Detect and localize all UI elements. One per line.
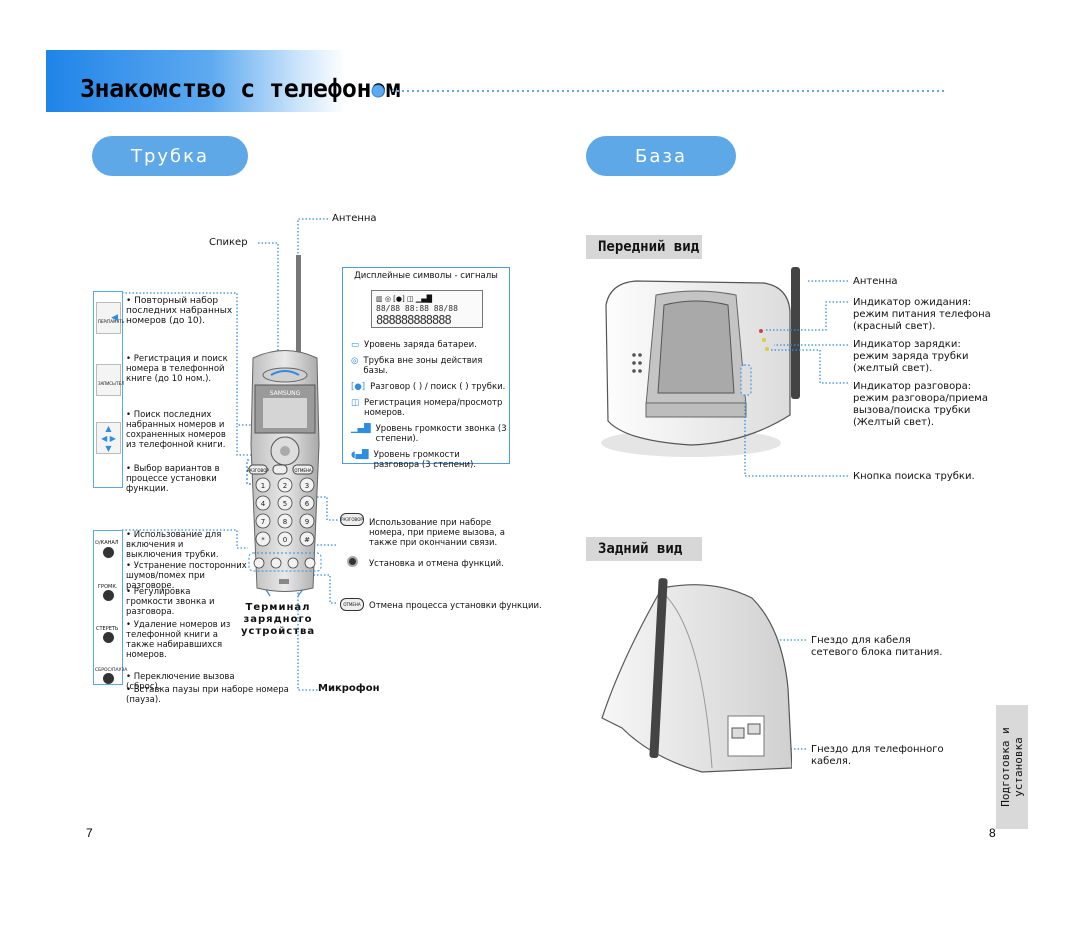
page-number-right: 8 bbox=[989, 826, 996, 840]
delete-desc: • Удаление номеров из телефонной книги а… bbox=[126, 620, 231, 660]
display-legend-box: Дисплейные символы - сигналы ▥ ◎ [●] ◫ ▁… bbox=[342, 267, 510, 470]
svg-text:8: 8 bbox=[283, 518, 287, 526]
book-icon: ◫ bbox=[351, 398, 360, 408]
power-desc-1: • Использование для включения и выключен… bbox=[126, 530, 222, 560]
base-back-illustration bbox=[601, 578, 792, 773]
select-desc: • Выбор вариантов в процессе установки ф… bbox=[126, 464, 220, 494]
microphone-label: Микрофон bbox=[318, 683, 380, 694]
function-keys-box: ⏻/КАНАЛ ГРОМК. СТЕРЕТЬ СБРОС/ПАУЗА bbox=[93, 530, 127, 685]
redial-desc: • Повторный набор последних набранных но… bbox=[126, 296, 233, 326]
ring-volume-icon: ▁▄█ bbox=[351, 424, 371, 434]
volume-desc: • Регулировка громкости звонка и разгово… bbox=[126, 587, 215, 617]
svg-text:5: 5 bbox=[283, 500, 287, 508]
talk-icon: [●] bbox=[351, 382, 366, 392]
handset-brand: SAMSUNG bbox=[270, 390, 301, 397]
svg-text:*: * bbox=[261, 536, 265, 544]
arrow-sides-icon: ◀ ▶ bbox=[101, 434, 116, 443]
flash-desc: • Переключение вызова (сброс). bbox=[126, 672, 235, 692]
cancel-key-icon: ОТМЕНА bbox=[340, 598, 364, 611]
front-view-heading: Передний вид bbox=[586, 235, 702, 259]
flash-pause-button[interactable] bbox=[103, 673, 114, 684]
back-view-heading: Задний вид bbox=[586, 537, 702, 561]
antenna-label: Антенна bbox=[332, 213, 377, 224]
talk-key-desc: Использование при наборе номера, при при… bbox=[369, 518, 505, 548]
scroll-keys[interactable]: ▲ ◀ ▶ ▼ bbox=[96, 422, 121, 454]
talk-key-icon: РАЗГОВОР bbox=[340, 513, 364, 526]
legend-item: ◖▄█Уровень громкости разговора (3 степен… bbox=[351, 450, 477, 470]
talk-indicator-label: Индикатор разговора:режим разговора/прие… bbox=[853, 381, 988, 428]
svg-text:7: 7 bbox=[261, 518, 265, 526]
phonebook-key[interactable]: ЗАПИСЬ/ТЕЛ bbox=[96, 364, 124, 396]
svg-text:9: 9 bbox=[305, 518, 309, 526]
charge-indicator-label: Индикатор зарядки:режим заряда трубки(же… bbox=[853, 339, 969, 374]
battery-icon: ▭ bbox=[351, 340, 360, 350]
volume-button[interactable] bbox=[103, 590, 114, 601]
svg-text:6: 6 bbox=[305, 500, 310, 508]
menu-key-desc: Установка и отмена функций. bbox=[369, 559, 504, 569]
svg-text:ОТМЕНА: ОТМЕНА bbox=[294, 468, 312, 473]
legend-title: Дисплейные символы - сигналы bbox=[354, 271, 498, 281]
legend-item: [●]Разговор ( ) / поиск ( ) трубки. bbox=[351, 382, 506, 392]
phonebook-desc: • Регистрация и поиск номера в телефонно… bbox=[126, 354, 228, 384]
legend-item: ▭Уровень заряда батареи. bbox=[351, 340, 477, 350]
svg-text:4: 4 bbox=[261, 500, 266, 508]
svg-text:#: # bbox=[304, 536, 310, 544]
svg-text:1: 1 bbox=[261, 482, 265, 490]
legend-item: ▁▄█Уровень громкости звонка (3 степени). bbox=[351, 424, 507, 444]
pause-desc: • Вставка паузы при наборе номера (пауза… bbox=[126, 685, 289, 705]
arrow-down-icon: ▼ bbox=[105, 444, 112, 453]
handset-pill: Трубка bbox=[92, 136, 248, 176]
base-antenna-label: Антенна bbox=[853, 276, 898, 287]
delete-button[interactable] bbox=[103, 632, 114, 643]
page-number-left: 7 bbox=[86, 826, 93, 840]
power-channel-button[interactable] bbox=[103, 547, 114, 558]
standby-indicator-label: Индикатор ожидания:режим питания телефон… bbox=[853, 297, 991, 332]
legend-list: ▭Уровень заряда батареи. ◎Трубка вне зон… bbox=[351, 340, 507, 470]
base-pill: База bbox=[586, 136, 736, 176]
search-desc: • Поиск последних набранных номеров и со… bbox=[126, 410, 226, 450]
lcd-display: ▥ ◎ [●] ◫ ▁▄█ 88/88 88:88 88/88 88888888… bbox=[371, 290, 483, 328]
out-of-range-icon: ◎ bbox=[351, 356, 359, 366]
arrow-up-icon: ▲ bbox=[105, 424, 112, 433]
svg-text:0: 0 bbox=[283, 536, 287, 544]
talk-volume-icon: ◖▄█ bbox=[351, 450, 369, 460]
cancel-key-desc: Отмена процесса установки функции. bbox=[369, 601, 542, 611]
arrow-left-icon: ◀ bbox=[111, 313, 118, 323]
svg-text:2: 2 bbox=[283, 482, 287, 490]
menu-key-icon bbox=[347, 556, 358, 567]
title-dotted-rule bbox=[371, 84, 944, 98]
redial-key[interactable]: ПЕР/ПАМЯТЬ ◀ bbox=[96, 302, 124, 334]
legend-item: ◎Трубка вне зоны действия базы. bbox=[351, 356, 483, 376]
nav-keys-box: ПЕР/ПАМЯТЬ ◀ ЗАПИСЬ/ТЕЛ ▲ ◀ ▶ ▼ bbox=[93, 291, 124, 488]
base-front-illustration bbox=[601, 267, 800, 457]
speaker-label: Спикер bbox=[209, 237, 248, 248]
page-button-label: Кнопка поиска трубки. bbox=[853, 471, 975, 482]
svg-text:РАЗГОВОР: РАЗГОВОР bbox=[247, 468, 269, 473]
handset-illustration: SAMSUNG РАЗГОВОР ОТМЕНА 1 2 3 4 5 6 7 8 9 * 0 # bbox=[247, 255, 322, 592]
power-desc-2: • Устранение посторонних шумов/помех при… bbox=[126, 561, 247, 591]
title-band bbox=[46, 50, 346, 112]
legend-item: ◫Регистрация номера/просмотр номеров. bbox=[351, 398, 503, 418]
page-title: Знакомство с телефоном bbox=[80, 74, 401, 103]
svg-text:3: 3 bbox=[305, 482, 309, 490]
